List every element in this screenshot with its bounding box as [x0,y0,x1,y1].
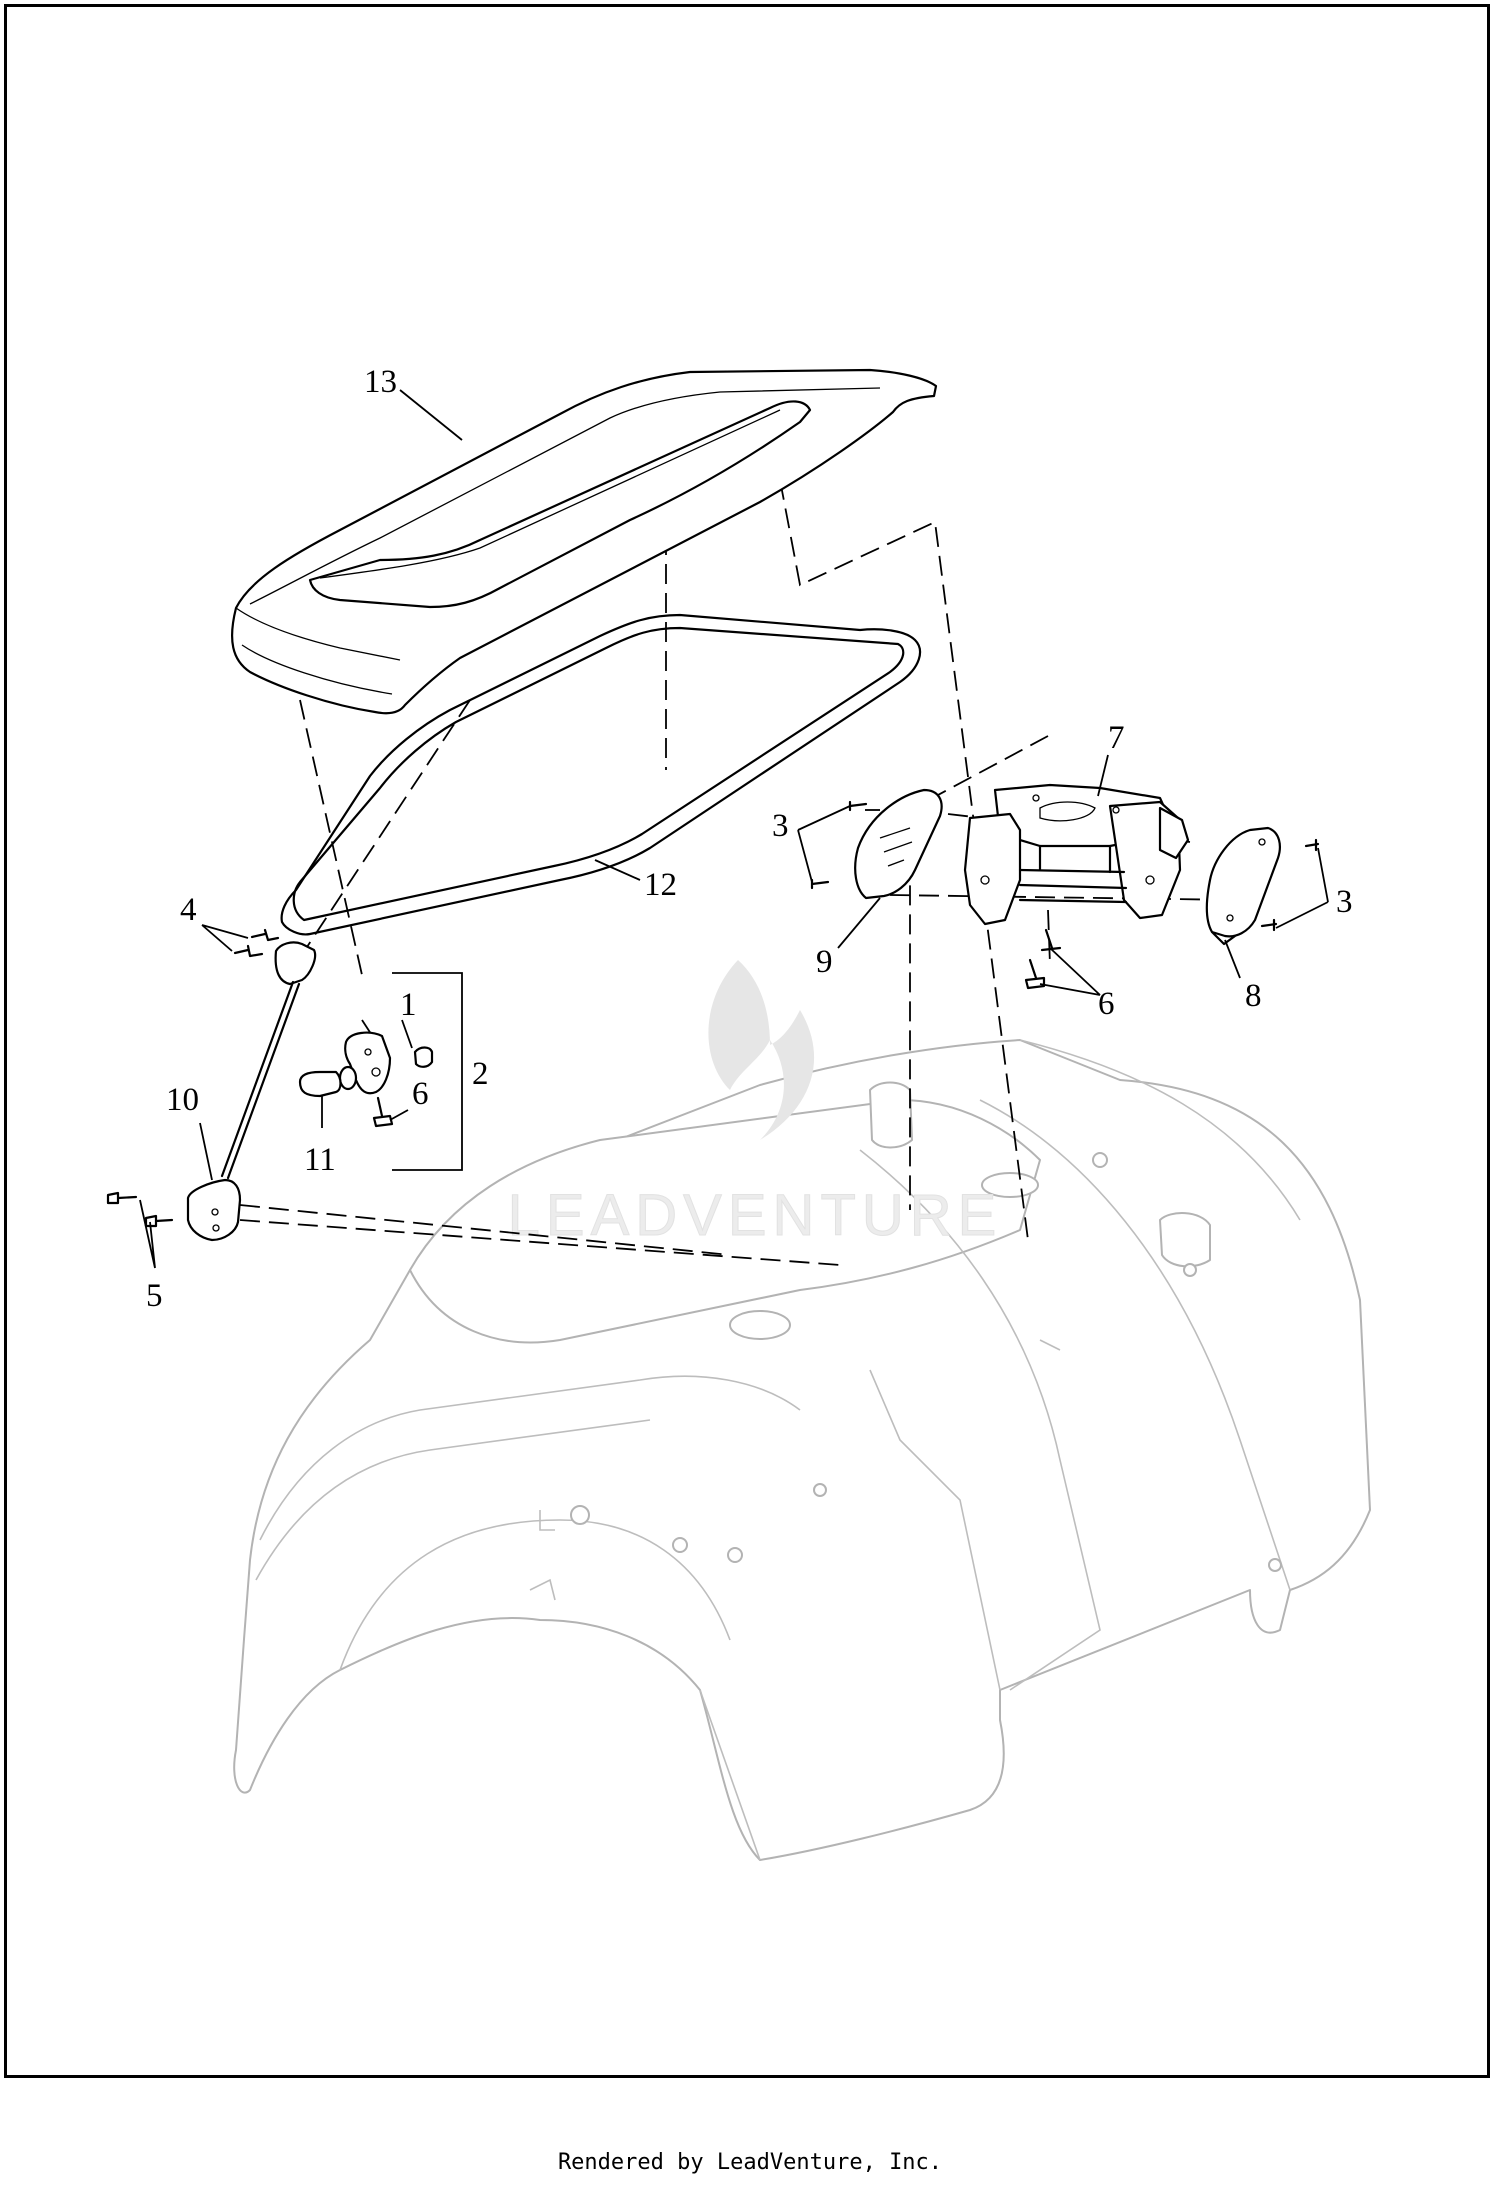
part-13-lid [230,368,938,715]
callout-12: 12 [644,867,677,903]
callout-8: 8 [1245,978,1262,1014]
leader-lines [139,389,1329,1269]
part-10-lid-stay [186,941,317,1242]
diagram-frame [4,4,1490,2078]
part-5-screws [106,1191,174,1228]
tour-pak-base-ghost [233,1039,1371,1861]
part-9-left-cover [810,788,943,900]
callout-9: 9 [816,944,833,980]
callout-labels: 13 12 7 3 3 9 6 8 4 1 2 6 10 11 5 [146,364,1353,1314]
callout-6-right: 6 [1098,986,1115,1022]
callout-5: 5 [146,1278,163,1314]
callout-1: 1 [400,987,417,1023]
watermark-text: LEADVENTURE [508,1183,1003,1248]
part-12-seal [280,613,922,936]
callout-11: 11 [304,1142,336,1178]
callout-2: 2 [472,1056,489,1092]
part-8-right-cover [1205,826,1320,946]
part-2-hinge-kit [298,1031,434,1128]
callout-13: 13 [364,364,397,400]
callout-4: 4 [180,892,197,928]
callout-3-left: 3 [772,808,789,844]
part-7-hinge-bracket [963,783,1190,990]
callout-7: 7 [1108,720,1125,756]
leadventure-watermark: LEADVENTURE [507,960,1003,1249]
callout-10: 10 [166,1082,199,1118]
part-4-screws [233,928,280,958]
callout-6-left: 6 [412,1076,429,1112]
callout-3-right: 3 [1336,884,1353,920]
footer-credit: Rendered by LeadVenture, Inc. [557,2150,943,2175]
